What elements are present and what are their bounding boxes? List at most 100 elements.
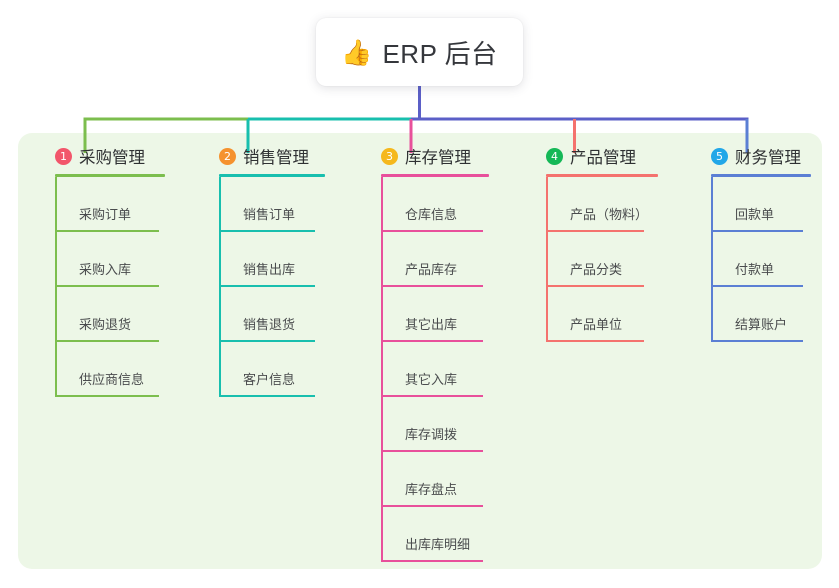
branch-item-label: 产品单位 bbox=[570, 317, 623, 332]
branch-item-list: 销售订单销售出库销售退货客户信息 bbox=[200, 177, 348, 397]
branch-item[interactable]: 回款单 bbox=[711, 177, 835, 232]
branch-underline bbox=[55, 174, 165, 177]
branch-item-underline bbox=[219, 230, 315, 232]
branch-column-2: 2 销售管理销售订单销售出库销售退货客户信息 bbox=[200, 145, 348, 397]
branch-item-underline bbox=[219, 395, 315, 397]
branch-spine bbox=[381, 177, 383, 562]
branch-item[interactable]: 产品（物料） bbox=[546, 177, 677, 232]
branch-item-label: 出库库明细 bbox=[405, 537, 471, 552]
branch-item-label: 销售退货 bbox=[243, 317, 296, 332]
branch-item-underline bbox=[546, 230, 644, 232]
branch-column-1: 1 采购管理采购订单采购入库采购退货供应商信息 bbox=[36, 145, 186, 397]
diagram-panel bbox=[18, 133, 822, 569]
root-node-title: ERP 后台 bbox=[382, 38, 498, 69]
branch-item-label: 库存盘点 bbox=[405, 482, 458, 497]
branch-item-label: 采购入库 bbox=[79, 262, 132, 277]
branch-item[interactable]: 客户信息 bbox=[219, 342, 348, 397]
branch-number-badge: 3 bbox=[381, 147, 398, 165]
thumbs-up-icon: 👍 bbox=[341, 38, 373, 67]
branch-item-label: 仓库信息 bbox=[405, 207, 458, 222]
branch-item-label: 采购订单 bbox=[79, 207, 132, 222]
branch-item-label: 产品分类 bbox=[570, 262, 623, 277]
branch-item-underline bbox=[55, 230, 159, 232]
branch-item-underline bbox=[381, 340, 483, 342]
root-node-erp-backend[interactable]: 👍 ERP 后台 bbox=[316, 18, 523, 86]
branch-underline bbox=[546, 174, 658, 177]
branch-number-badge: 4 bbox=[546, 147, 563, 165]
branch-item[interactable]: 其它入库 bbox=[381, 342, 514, 397]
branch-item[interactable]: 供应商信息 bbox=[55, 342, 186, 397]
branch-underline bbox=[711, 174, 811, 177]
branch-title: 库存管理 bbox=[405, 149, 471, 167]
branch-number-badge: 1 bbox=[55, 147, 72, 165]
branch-spine bbox=[546, 177, 548, 342]
branch-header-4[interactable]: 4 产品管理 bbox=[527, 145, 677, 167]
branch-item[interactable]: 仓库信息 bbox=[381, 177, 514, 232]
branch-title: 产品管理 bbox=[570, 149, 636, 167]
branch-item-underline bbox=[55, 395, 159, 397]
branch-item-underline bbox=[711, 285, 803, 287]
branch-item[interactable]: 结算账户 bbox=[711, 287, 835, 342]
branch-item-underline bbox=[381, 560, 483, 562]
branch-item[interactable]: 采购退货 bbox=[55, 287, 186, 342]
branch-spine bbox=[711, 177, 713, 342]
branch-column-5: 5 财务管理回款单付款单结算账户 bbox=[692, 145, 835, 342]
branch-item[interactable]: 销售订单 bbox=[219, 177, 348, 232]
branch-item[interactable]: 产品单位 bbox=[546, 287, 677, 342]
branch-item-underline bbox=[381, 285, 483, 287]
branch-item[interactable]: 库存调拨 bbox=[381, 397, 514, 452]
branch-item-label: 回款单 bbox=[735, 207, 775, 222]
branch-item[interactable]: 产品库存 bbox=[381, 232, 514, 287]
branch-item-underline bbox=[711, 230, 803, 232]
branch-item-underline bbox=[55, 285, 159, 287]
branch-header-1[interactable]: 1 采购管理 bbox=[36, 145, 186, 167]
branch-item-underline bbox=[546, 340, 644, 342]
branch-item[interactable]: 库存盘点 bbox=[381, 452, 514, 507]
branch-item-underline bbox=[55, 340, 159, 342]
branch-number-badge: 5 bbox=[711, 147, 728, 165]
branch-header-2[interactable]: 2 销售管理 bbox=[200, 145, 348, 167]
branch-item[interactable]: 付款单 bbox=[711, 232, 835, 287]
branch-item-underline bbox=[711, 340, 803, 342]
branch-item-underline bbox=[381, 450, 483, 452]
branch-item-label: 产品库存 bbox=[405, 262, 458, 277]
branch-item-list: 产品（物料） 产品分类产品单位 bbox=[527, 177, 677, 342]
branch-header-5[interactable]: 5 财务管理 bbox=[692, 145, 835, 167]
branch-item[interactable]: 其它出库 bbox=[381, 287, 514, 342]
branch-item-label: 销售出库 bbox=[243, 262, 296, 277]
branch-spine bbox=[219, 177, 221, 397]
branch-spine bbox=[55, 177, 57, 397]
branch-item[interactable]: 采购订单 bbox=[55, 177, 186, 232]
branch-item-underline bbox=[381, 505, 483, 507]
branch-item-label: 结算账户 bbox=[735, 317, 788, 332]
branch-item-label: 销售订单 bbox=[243, 207, 296, 222]
branch-column-3: 3 库存管理仓库信息产品库存其它出库其它入库库存调拨库存盘点出库库明细 bbox=[362, 145, 514, 562]
branch-item-label: 客户信息 bbox=[243, 372, 296, 387]
branch-item-list: 回款单付款单结算账户 bbox=[692, 177, 835, 342]
branch-item-list: 采购订单采购入库采购退货供应商信息 bbox=[36, 177, 186, 397]
branch-item-label: 其它入库 bbox=[405, 372, 458, 387]
branch-column-4: 4 产品管理产品（物料） 产品分类产品单位 bbox=[527, 145, 677, 342]
branch-header-3[interactable]: 3 库存管理 bbox=[362, 145, 514, 167]
branch-item-label: 付款单 bbox=[735, 262, 775, 277]
branch-item-underline bbox=[219, 285, 315, 287]
branch-item-underline bbox=[381, 230, 483, 232]
branch-underline bbox=[381, 174, 489, 177]
branch-item-underline bbox=[219, 340, 315, 342]
branch-title: 采购管理 bbox=[79, 149, 145, 167]
branch-number-badge: 2 bbox=[219, 147, 236, 165]
branch-item-label: 供应商信息 bbox=[79, 372, 145, 387]
branch-title: 销售管理 bbox=[243, 149, 309, 167]
branch-item[interactable]: 产品分类 bbox=[546, 232, 677, 287]
branch-item-label: 产品（物料） bbox=[570, 207, 649, 222]
branch-item[interactable]: 销售出库 bbox=[219, 232, 348, 287]
branch-item-label: 采购退货 bbox=[79, 317, 132, 332]
branch-item[interactable]: 销售退货 bbox=[219, 287, 348, 342]
branch-item[interactable]: 采购入库 bbox=[55, 232, 186, 287]
branch-title: 财务管理 bbox=[735, 149, 801, 167]
branch-item-list: 仓库信息产品库存其它出库其它入库库存调拨库存盘点出库库明细 bbox=[362, 177, 514, 562]
branch-item-underline bbox=[546, 285, 644, 287]
branch-item-label: 库存调拨 bbox=[405, 427, 458, 442]
branch-item[interactable]: 出库库明细 bbox=[381, 507, 514, 562]
